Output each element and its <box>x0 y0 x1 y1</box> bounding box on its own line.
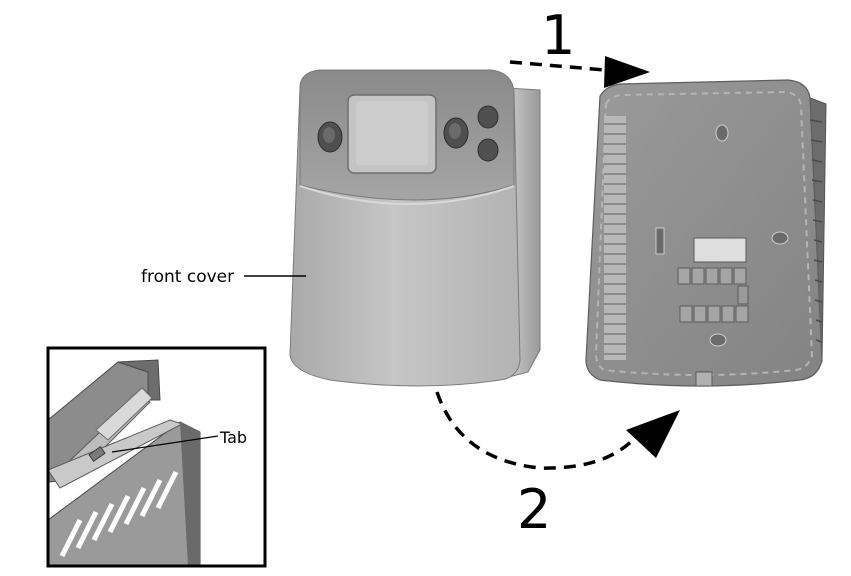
down-button-icon <box>477 138 499 162</box>
top-mounting-hole-icon <box>715 124 729 142</box>
right-mounting-hole-icon <box>771 231 789 245</box>
arrowhead-icon <box>626 410 680 458</box>
wallplate-illustration <box>585 79 827 387</box>
wallplate-bottom-tab <box>695 371 713 387</box>
bottom-mounting-hole-icon <box>709 333 727 347</box>
tab-label: Tab <box>219 428 247 447</box>
wallplate-terminal-strip <box>604 116 626 360</box>
front-cover-illustration <box>289 69 541 387</box>
tab-leader-line <box>111 435 219 453</box>
step-1-number: 1 <box>541 4 575 67</box>
wire-terminals <box>677 267 749 323</box>
arrowhead-icon <box>604 56 650 88</box>
step-2-number: 2 <box>517 478 551 541</box>
front-cover-label: front cover <box>141 267 234 287</box>
inset-border <box>46 346 267 568</box>
wallplate-body <box>585 79 823 387</box>
step-2-arrow <box>435 391 680 470</box>
tab-detail-inset <box>46 346 267 568</box>
up-button-icon <box>477 105 499 129</box>
tab-feature <box>88 446 106 462</box>
wire-opening <box>693 237 747 263</box>
step-1-arrow <box>509 56 650 88</box>
